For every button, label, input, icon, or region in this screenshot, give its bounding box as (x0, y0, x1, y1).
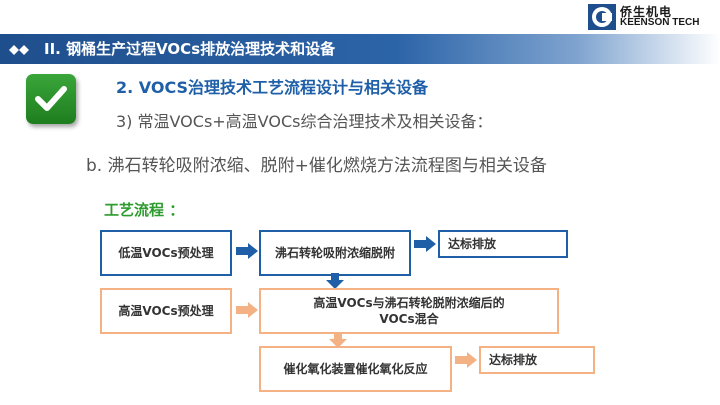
check-icon (35, 86, 67, 111)
flow-text: 沸石转轮吸附浓缩脱附 (274, 246, 395, 260)
item-b-heading: b. 沸石转轮吸附浓缩、脱附+催化燃烧方法流程图与相关设备 (86, 156, 547, 176)
flow-text: 低温VOCs预处理 (118, 246, 214, 260)
item-3-heading: 3) 常温VOCs+高温VOCs综合治理技术及相关设备： (116, 112, 493, 131)
process-label: 工艺流程 ： (104, 201, 185, 219)
flow-box-low-temp-pretreat: 低温VOCs预处理 (100, 230, 232, 276)
arrow-right-icon (236, 302, 258, 318)
flow-box-zeolite-adsorption: 沸石转轮吸附浓缩脱附 (259, 230, 411, 276)
section-title: II. 钢桶生产过程VOCs排放治理技术和设备 (44, 40, 336, 58)
flow-box-emission-1: 达标排放 (438, 230, 568, 258)
arrow-down-icon (326, 273, 344, 289)
flow-box-high-temp-pretreat: 高温VOCs预处理 (100, 288, 232, 334)
flow-text: 达标排放 (448, 237, 497, 251)
arrow-right-icon (455, 352, 477, 368)
company-logo: 侨生机电 KEENSON TECH (586, 2, 716, 32)
logo-en-text: KEENSON TECH (620, 17, 700, 28)
subtitle: 2. VOCS治理技术工艺流程设计与相关设备 (116, 78, 429, 97)
arrow-down-icon (329, 332, 347, 348)
check-badge (26, 74, 76, 124)
arrow-right-icon (236, 243, 258, 259)
flow-box-emission-2: 达标排放 (479, 346, 595, 374)
flow-text: 催化氧化装置催化氧化反应 (283, 362, 428, 376)
flow-text: 高温VOCs与沸石转轮脱附浓缩后的VOCs混合 (313, 296, 505, 326)
arrow-right-icon (414, 236, 436, 252)
diamond-bullet-icon (9, 45, 29, 55)
flow-box-catalytic-oxidation: 催化氧化装置催化氧化反应 (259, 346, 452, 392)
section-header: II. 钢桶生产过程VOCs排放治理技术和设备 (0, 34, 720, 64)
keenson-logo-icon (588, 4, 616, 30)
logo-zh-text: 侨生机电 (620, 5, 673, 19)
flow-text: 达标排放 (489, 353, 538, 367)
flow-box-mixing: 高温VOCs与沸石转轮脱附浓缩后的VOCs混合 (259, 288, 559, 334)
flow-text: 高温VOCs预处理 (118, 304, 214, 318)
